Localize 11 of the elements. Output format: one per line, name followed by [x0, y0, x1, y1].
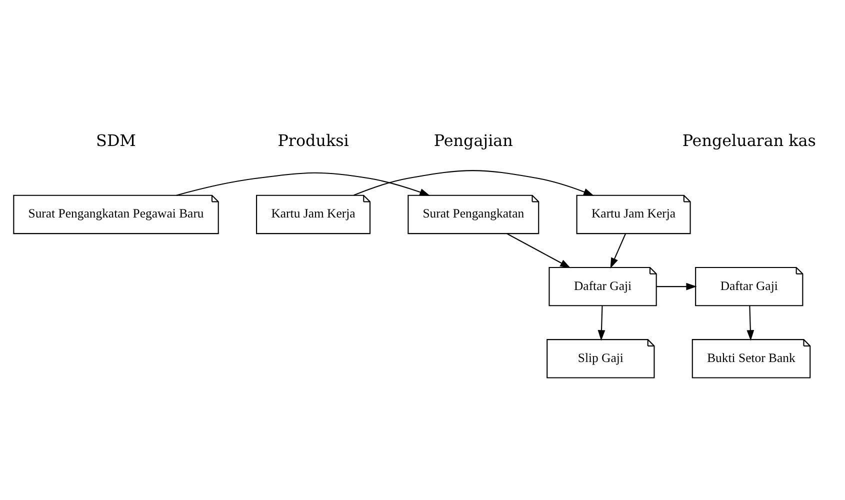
arrow [656, 282, 697, 290]
arrow [746, 305, 754, 340]
arrow [353, 170, 594, 196]
label: Pengajian [434, 130, 513, 150]
label: Pengeluaran kas [682, 130, 816, 150]
label: Produksi [278, 130, 349, 150]
label: SDM [96, 130, 136, 150]
arrow [598, 305, 606, 340]
arrow [610, 233, 626, 268]
arrow [176, 172, 430, 196]
arrow [506, 232, 571, 268]
